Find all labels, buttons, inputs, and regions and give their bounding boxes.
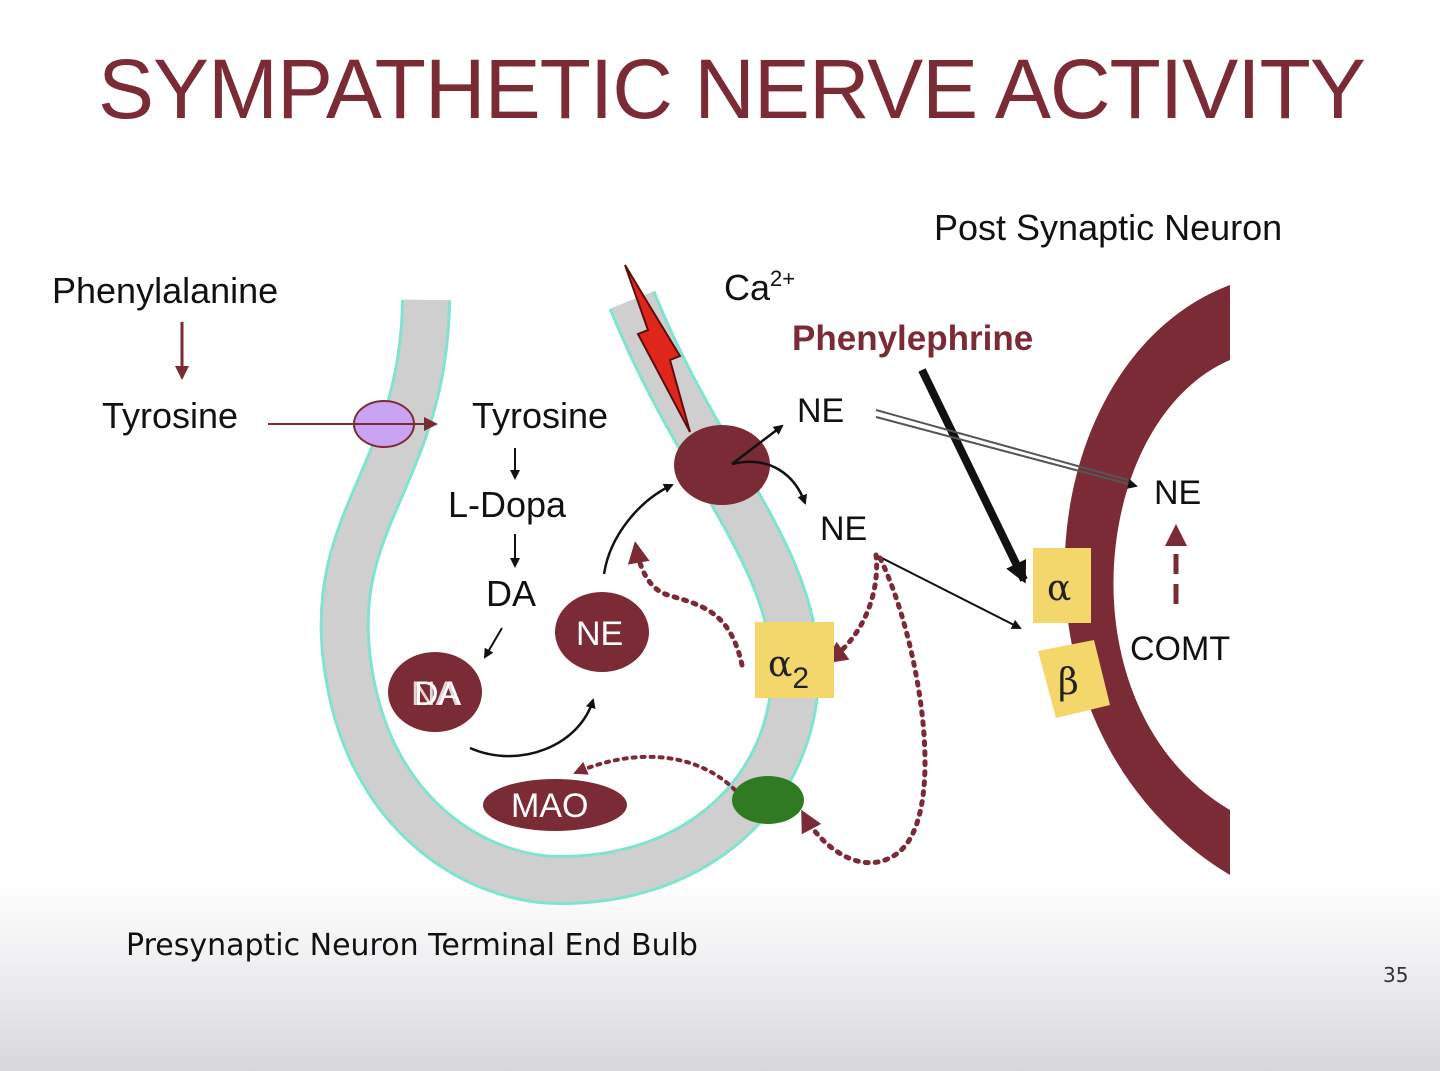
alpha-receptor bbox=[1033, 548, 1091, 623]
alpha2-label: α2 bbox=[768, 644, 809, 695]
ne-released-upper-label: NE bbox=[797, 392, 844, 430]
ne-post-label: NE bbox=[1154, 474, 1201, 512]
postsynaptic-membrane bbox=[1064, 285, 1230, 875]
ne-vesicle-to-release-arrow bbox=[602, 483, 674, 575]
release-arrow-lower bbox=[731, 460, 808, 505]
reuptake-to-mao-dotted-arrow bbox=[573, 754, 737, 792]
alpha-label: α bbox=[1047, 568, 1071, 609]
alpha2-symbol: α bbox=[768, 644, 792, 685]
tyrosine-outside-label: Tyrosine bbox=[102, 395, 238, 436]
da-to-ne-vesicle-arrow bbox=[469, 698, 596, 758]
da-to-vesicle-arrow bbox=[483, 627, 503, 659]
alpha2-feedback-dotted-arrow bbox=[825, 552, 880, 664]
da-vesicle bbox=[388, 652, 482, 732]
alpha2-inhibition-dotted-arrow bbox=[627, 541, 745, 668]
presynaptic-caption: Presynaptic Neuron Terminal End Bulb bbox=[126, 928, 698, 963]
alpha2-receptor bbox=[755, 622, 834, 698]
tyrosine-inside-label: Tyrosine bbox=[472, 395, 608, 436]
slide-title: SYMPATHETIC NERVE ACTIVITY bbox=[98, 42, 1365, 136]
ne-diffusion-line-a bbox=[875, 409, 1129, 481]
reuptake-dotted-arrow bbox=[801, 555, 928, 866]
reuptake-transporter bbox=[732, 776, 804, 824]
da-vesicle-label-front: DA bbox=[414, 675, 462, 713]
l-dopa-label: L-Dopa bbox=[448, 484, 567, 525]
mao-label: MAO bbox=[511, 787, 588, 825]
post-synaptic-neuron-label: Post Synaptic Neuron bbox=[934, 207, 1282, 248]
release-arrow-upper bbox=[731, 424, 784, 465]
action-potential-bolt-icon bbox=[624, 264, 691, 433]
beta-label: β bbox=[1058, 662, 1079, 703]
ne-diffusion-line-b bbox=[875, 416, 1138, 489]
calcium-base: Ca bbox=[724, 267, 771, 308]
calcium-channel bbox=[674, 425, 770, 505]
calcium-label: Ca2+ bbox=[724, 266, 795, 308]
phenylalanine-label: Phenylalanine bbox=[52, 270, 278, 311]
phenylephrine-to-alpha-arrow bbox=[918, 368, 1028, 584]
beta-receptor bbox=[1038, 640, 1110, 718]
calcium-charge: 2+ bbox=[770, 266, 795, 291]
ne-released-lower-label: NE bbox=[820, 510, 867, 548]
ne-vesicle-label: NE bbox=[576, 615, 623, 653]
alpha2-subscript: 2 bbox=[792, 662, 809, 695]
page-number: 35 bbox=[1383, 963, 1408, 987]
da-vesicle-label-back: NA bbox=[411, 675, 459, 713]
ne-vesicle bbox=[555, 592, 649, 672]
phenylephrine-label: Phenylephrine bbox=[792, 319, 1033, 358]
mao-enzyme bbox=[483, 779, 627, 831]
presynaptic-membrane bbox=[319, 290, 821, 906]
da-label: DA bbox=[486, 573, 536, 614]
comt-label: COMT bbox=[1130, 630, 1230, 668]
ne-to-postsynaptic-arrow bbox=[875, 554, 1022, 629]
